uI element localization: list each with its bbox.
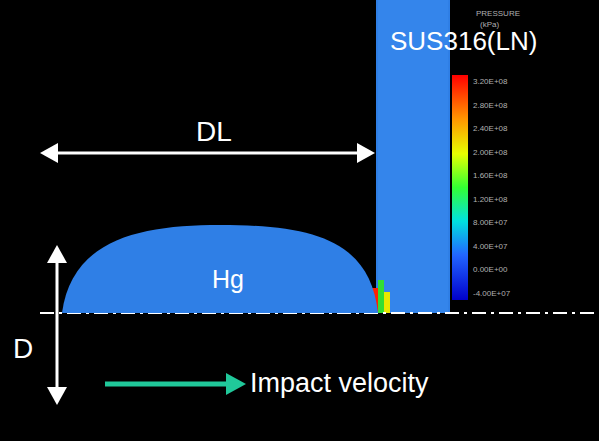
mercury-droplet: Hg (62, 225, 378, 313)
pressure-wave (384, 292, 390, 313)
colorbar-tick: 2.80E+08 (473, 102, 507, 110)
colorbar-tick: 1.20E+08 (473, 196, 507, 204)
colorbar-tick: 2.40E+08 (473, 125, 507, 133)
velocity-arrow (105, 382, 230, 387)
colorbar-tick: 3.20E+08 (473, 78, 507, 86)
dimension-line (56, 255, 59, 395)
colorbar-tick: 8.00E+07 (473, 219, 507, 227)
dimension-label: DL (196, 118, 232, 146)
legend-title: PRESSURE (476, 10, 520, 18)
colorbar-tick: 4.00E+07 (473, 243, 507, 251)
arrowhead (47, 245, 67, 263)
pressure-wave (378, 280, 384, 313)
colorbar-tick: 2.00E+08 (473, 149, 507, 157)
dimension-line (50, 152, 365, 155)
droplet-outline (62, 225, 378, 313)
color-bar (452, 75, 468, 300)
part-name: SUS316(LN) (390, 28, 537, 54)
arrowhead (357, 143, 375, 163)
colorbar-tick: 0.00E+00 (473, 266, 507, 274)
arrowhead (47, 387, 67, 405)
material-label: Hg (212, 267, 244, 292)
colorbar-tick: 1.60E+08 (473, 172, 507, 180)
velocity-label: Impact velocity (250, 370, 429, 397)
colorbar-tick: -4.00E+07 (473, 290, 510, 298)
dimension-label: D (13, 335, 33, 363)
arrowhead (40, 143, 58, 163)
arrowhead (226, 373, 246, 395)
legend-unit: (kPa) (480, 21, 499, 29)
